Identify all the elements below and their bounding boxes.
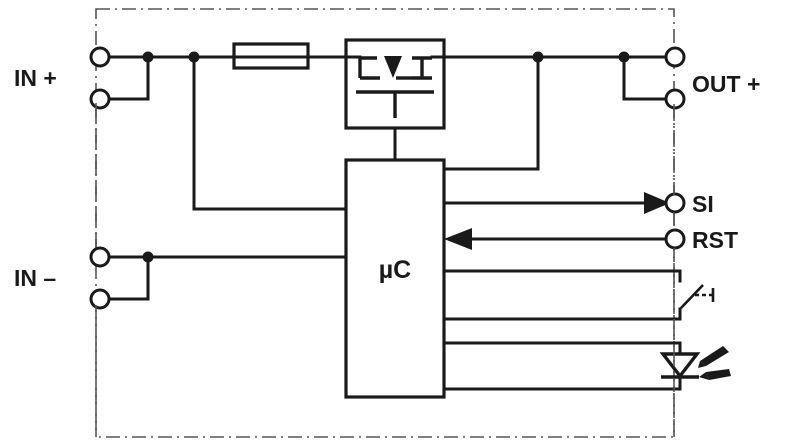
relay-contact-loop (442, 269, 682, 321)
mosfet-switch (344, 38, 446, 130)
fuse (232, 42, 310, 70)
terminal-in-minus-bottom[interactable] (89, 288, 111, 310)
output-sense-feedback (442, 55, 540, 171)
output-plus-terminal-branch (622, 55, 668, 101)
vbus-sense-line (192, 55, 348, 211)
terminal-in-minus-top[interactable] (89, 246, 111, 268)
label-in-plus: IN + (14, 65, 57, 91)
optocoupler-led-loop (442, 341, 682, 391)
terminal-in-plus-bottom[interactable] (89, 88, 111, 110)
input-plus-terminal-branch (106, 55, 150, 101)
microcontroller-block (344, 158, 446, 399)
label-rst: RST (692, 227, 738, 253)
label-microcontroller: µC (379, 256, 411, 284)
relay-contact-icon (680, 284, 715, 309)
input-minus-rail (98, 255, 348, 301)
terminal-rst[interactable] (664, 228, 686, 250)
label-si: SI (692, 191, 714, 217)
terminal-out-plus-top[interactable] (664, 46, 686, 68)
label-in-minus: IN – (14, 265, 56, 291)
enclosure-border-overlay (95, 103, 675, 437)
terminal-si[interactable] (664, 192, 686, 214)
terminal-in-plus-top[interactable] (89, 46, 111, 68)
label-out-plus: OUT + (692, 71, 760, 97)
led-emitter-icon (659, 346, 731, 380)
terminal-out-plus-bottom[interactable] (664, 88, 686, 110)
si-signal-line (442, 192, 670, 214)
junction-dots (142, 51, 630, 263)
rst-signal-line (444, 228, 678, 250)
